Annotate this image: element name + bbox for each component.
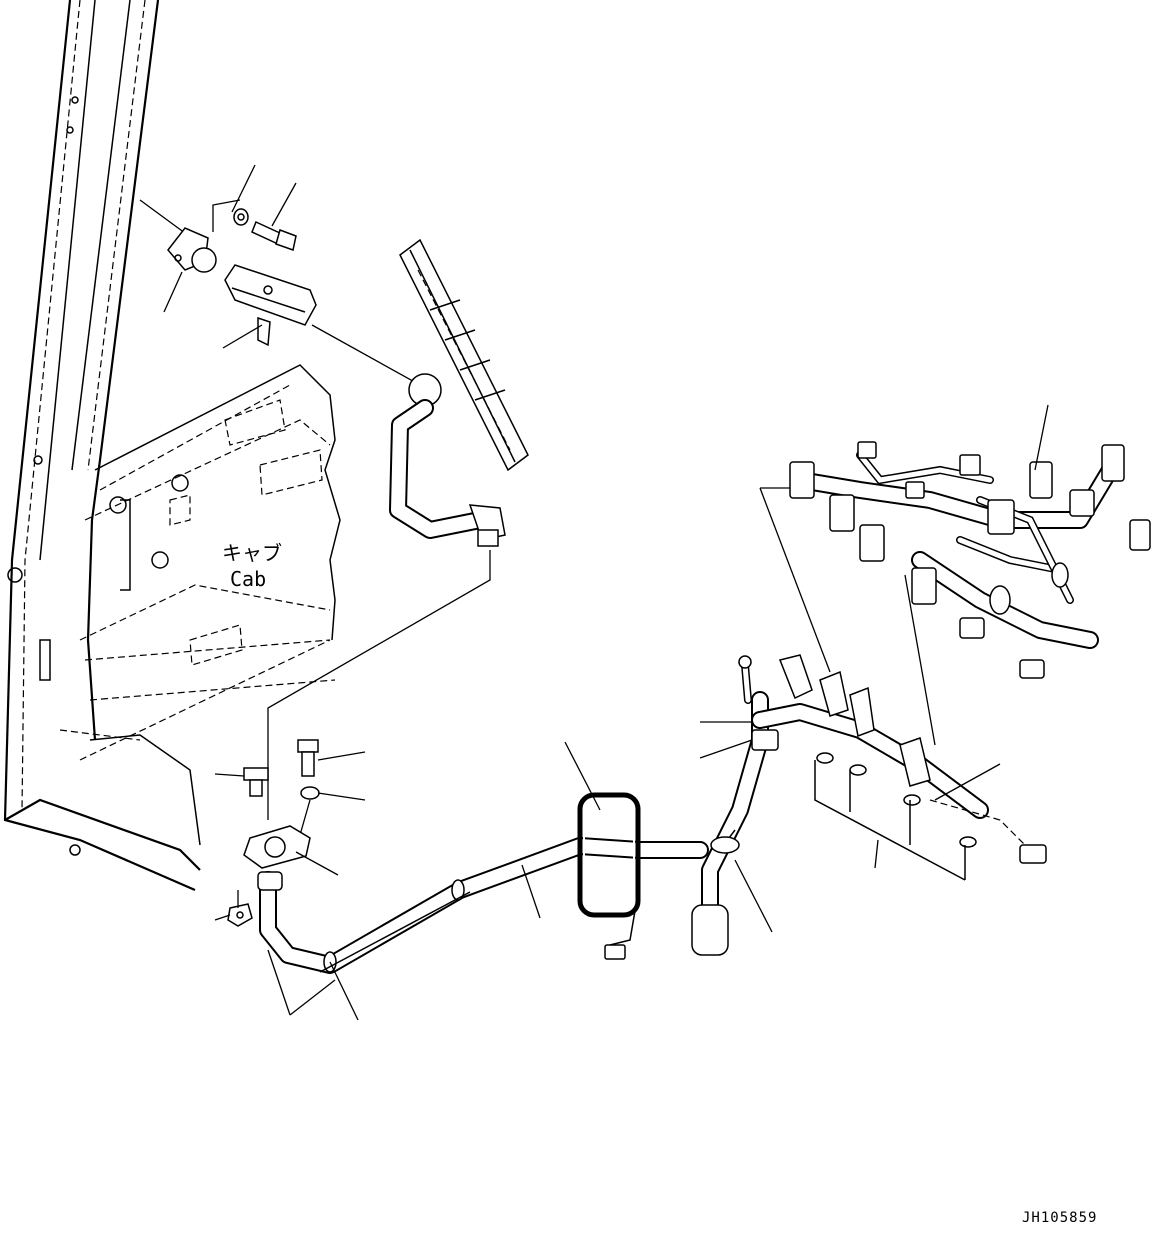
bolt-icon	[251, 220, 297, 251]
bolt-right-icon	[297, 739, 319, 777]
drawing-code: JH105859	[1022, 1210, 1097, 1226]
light-unit	[399, 238, 529, 472]
main-harness	[738, 654, 1047, 881]
lower-fasteners	[214, 739, 366, 836]
washer-icon	[233, 208, 249, 226]
cab-panel	[79, 364, 341, 761]
top-fasteners	[139, 164, 297, 251]
lock-washer-icon	[300, 786, 320, 800]
nut-icon	[227, 903, 253, 927]
harness-detail	[789, 441, 1151, 679]
right-hose	[691, 691, 779, 956]
cable-loop	[577, 792, 641, 960]
cab-label-jp: キャブ	[222, 541, 282, 565]
cab-label-en: Cab	[230, 567, 266, 591]
bracket-icon	[224, 264, 317, 347]
upper-hose	[389, 399, 506, 547]
ball-mount-icon	[167, 227, 217, 273]
flange-plate-icon	[243, 825, 311, 869]
bolt-left-icon	[243, 767, 269, 797]
lower-duct	[257, 837, 709, 974]
cab-pillar	[3, 0, 201, 892]
